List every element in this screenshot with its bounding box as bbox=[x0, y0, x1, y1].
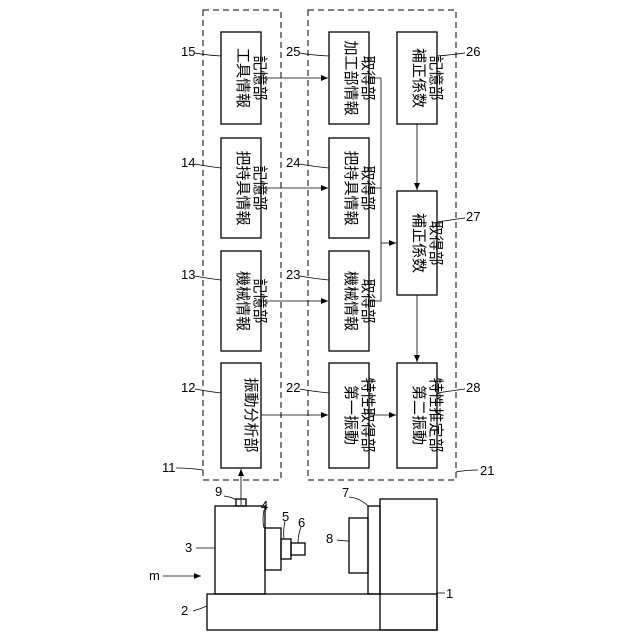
machine-base bbox=[207, 594, 437, 630]
correction-acq-line2: 取得部 bbox=[427, 220, 445, 265]
ref-11: 11 bbox=[162, 460, 176, 475]
ref-5: 5 bbox=[282, 509, 289, 524]
ref-8: 8 bbox=[326, 531, 333, 546]
correction-storage-line2: 記憶部 bbox=[427, 55, 445, 100]
ref-24: 24 bbox=[286, 155, 300, 170]
ref-23: 23 bbox=[286, 267, 300, 282]
ref-3: 3 bbox=[185, 540, 192, 555]
ref-15: 15 bbox=[181, 44, 195, 59]
second-vibration-est-line2: 特性推定部 bbox=[427, 377, 445, 452]
ref-26: 26 bbox=[466, 44, 480, 59]
ref-m: m bbox=[149, 568, 160, 583]
machine-column bbox=[380, 499, 437, 630]
machine-info-acq-line1: 機械情報 bbox=[342, 271, 360, 331]
ref-2: 2 bbox=[181, 603, 188, 618]
first-vibration-acq-line1: 第一振動 bbox=[342, 385, 360, 445]
ref-27: 27 bbox=[466, 209, 480, 224]
correction-acq-block: 補正係数 取得部 bbox=[397, 191, 445, 295]
workpiece-part bbox=[349, 518, 368, 573]
ref-21: 21 bbox=[480, 463, 494, 478]
second-vibration-est-line1: 第二振動 bbox=[410, 385, 428, 445]
tool-info-storage-line1: 工具情報 bbox=[234, 48, 252, 108]
vibration-analysis-label: 振動分析部 bbox=[242, 377, 260, 452]
ref-28: 28 bbox=[466, 380, 480, 395]
machine-info-storage-line1: 機械情報 bbox=[234, 271, 252, 331]
ref-4: 4 bbox=[261, 498, 268, 513]
ref-1: 1 bbox=[446, 586, 453, 601]
machine-tool-drawing bbox=[207, 499, 437, 630]
spindle-head bbox=[215, 506, 265, 594]
first-vibration-acq-block: 第一振動 特性取得部 bbox=[329, 363, 377, 468]
correction-storage-line1: 補正係数 bbox=[410, 48, 428, 108]
holder-info-storage-line1: 把持具情報 bbox=[234, 150, 252, 225]
correction-storage-block: 補正係数 記憶部 bbox=[397, 32, 445, 124]
table-part bbox=[368, 506, 380, 594]
vibration-analysis-block: 振動分析部 bbox=[221, 363, 261, 468]
ref-12: 12 bbox=[181, 380, 195, 395]
processing-info-acq-line1: 加工部情報 bbox=[342, 40, 360, 115]
ref-22: 22 bbox=[286, 380, 300, 395]
ref-14: 14 bbox=[181, 155, 195, 170]
chuck-part bbox=[281, 539, 291, 559]
ref-7: 7 bbox=[342, 485, 349, 500]
ref-9: 9 bbox=[215, 484, 222, 499]
holder-part bbox=[265, 528, 281, 570]
ref-13: 13 bbox=[181, 267, 195, 282]
correction-acq-line1: 補正係数 bbox=[410, 213, 428, 273]
second-vibration-est-block: 第二振動 特性推定部 bbox=[397, 363, 445, 468]
tool-part bbox=[291, 543, 305, 555]
holder-info-acq-line1: 把持具情報 bbox=[342, 150, 360, 225]
ref-6: 6 bbox=[298, 515, 305, 530]
ref-25: 25 bbox=[286, 44, 300, 59]
